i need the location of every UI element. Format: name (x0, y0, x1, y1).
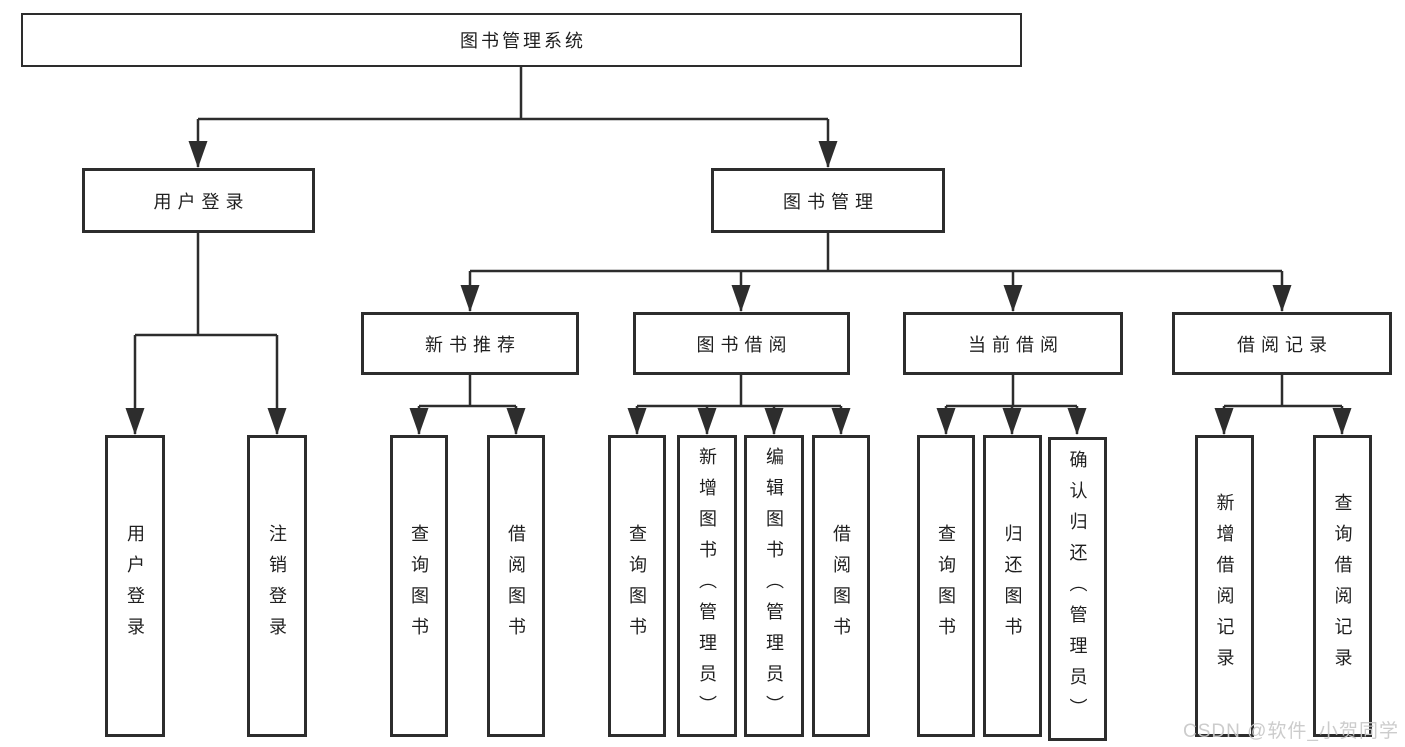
leaf-confirm-return-admin: 确认归还（管理员） (1048, 437, 1107, 741)
node-user-login: 用户登录 (82, 168, 315, 233)
node-book-management: 图书管理 (711, 168, 945, 233)
node-borrowing-records: 借阅记录 (1172, 312, 1392, 375)
node-book-borrowing: 图书借阅 (633, 312, 850, 375)
node-current-borrowing: 当前借阅 (903, 312, 1123, 375)
leaf-add-books-admin: 新增图书（管理员） (677, 435, 737, 737)
leaf-logout: 注销登录 (247, 435, 307, 737)
leaf-query-books-3: 查询图书 (917, 435, 975, 737)
leaf-user-login: 用户登录 (105, 435, 165, 737)
node-new-book-recommend: 新书推荐 (361, 312, 579, 375)
leaf-add-borrow-record: 新增借阅记录 (1195, 435, 1254, 737)
watermark: CSDN @软件_小贺同学 (1183, 721, 1399, 742)
leaf-edit-books-admin: 编辑图书（管理员） (744, 435, 804, 737)
leaf-query-borrow-record: 查询借阅记录 (1313, 435, 1372, 737)
leaf-query-books-2: 查询图书 (608, 435, 666, 737)
leaf-return-books: 归还图书 (983, 435, 1042, 737)
leaf-borrow-books-2: 借阅图书 (812, 435, 870, 737)
leaf-query-books-1: 查询图书 (390, 435, 448, 737)
node-library-management-system: 图书管理系统 (21, 13, 1022, 67)
leaf-borrow-books-1: 借阅图书 (487, 435, 545, 737)
